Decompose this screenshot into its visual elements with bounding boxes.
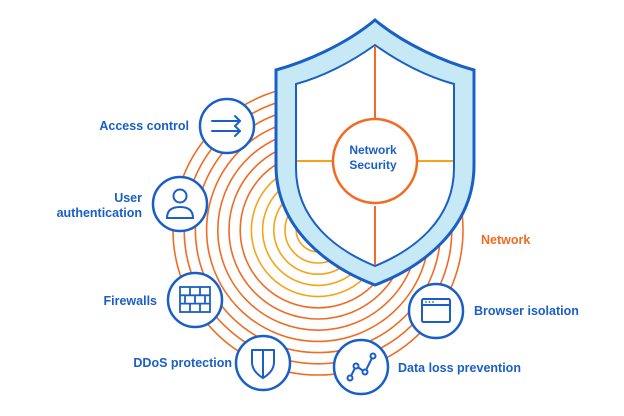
line-chart-icon [346,352,377,382]
data-loss-prevention-node [332,338,390,396]
security-shield [274,18,476,287]
brick-wall-icon [179,286,211,313]
user-authentication-label-line2: authentication [56,206,142,220]
user-icon [165,188,195,219]
browser-window-icon [421,298,451,323]
user-authentication-node [151,175,209,233]
firewalls-node [166,271,224,329]
ddos-protection-label: DDoS protection [133,356,232,370]
access-control-node [198,97,256,155]
arrows-icon [211,115,241,137]
access-control-label: Access control [99,119,189,133]
ddos-protection-node [234,334,292,392]
center-label-line2: Security [349,158,397,172]
browser-isolation-node [407,282,465,340]
firewalls-label: Firewalls [103,294,158,308]
shield-icon [251,349,275,379]
browser-isolation-label: Browser isolation [474,304,579,318]
network-security-label: Network Security [333,143,413,173]
network-label: Network [481,233,531,247]
data-loss-prevention-label: Data loss prevention [398,361,521,375]
user-authentication-label: User authentication [57,191,142,221]
network-security-core [331,117,419,205]
center-label-line1: Network [349,143,397,157]
user-authentication-label-line1: User [114,191,142,205]
